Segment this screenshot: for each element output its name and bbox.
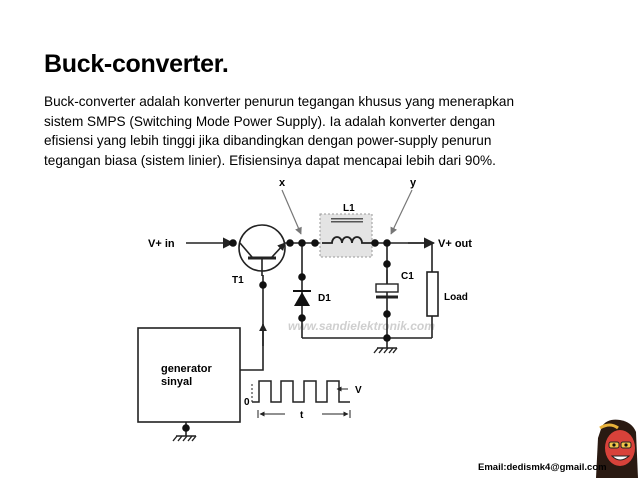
email-address: Email:dedismk4@gmail.com	[478, 462, 607, 473]
label-zero: 0	[244, 397, 250, 408]
y-pointer	[390, 189, 413, 235]
pwm-pulse-waveform	[251, 380, 350, 403]
paragraph-line: sistem SMPS (Switching Mode Power Supply…	[44, 113, 496, 129]
load-wire	[408, 242, 433, 272]
diode-d1-symbol	[293, 290, 311, 306]
inductor-l1-coil	[322, 236, 372, 244]
label-v: V	[355, 385, 362, 396]
load-resistor-symbol	[426, 271, 439, 317]
generator-label-line2: sinyal	[161, 376, 192, 388]
label-t: t	[300, 410, 304, 421]
generator-label-line1: generator	[161, 363, 212, 375]
avatar	[596, 419, 638, 478]
ground-symbol-generator	[172, 435, 197, 442]
label-vin: V+ in	[148, 238, 175, 250]
generator-box	[137, 327, 241, 423]
label-l1: L1	[343, 203, 355, 214]
junction-dots	[182, 239, 391, 432]
ground-symbol-output	[373, 347, 398, 354]
label-y: y	[410, 177, 417, 189]
paragraph-line: efisiensi yang lebih tinggi jika dibandi…	[44, 133, 492, 148]
paragraph-line: tegangan biasa (sistem linier). Efisiens…	[44, 152, 496, 168]
capacitor-c1-symbol	[375, 270, 399, 299]
label-x: x	[279, 177, 286, 189]
paragraph-line: Buck-converter adalah konverter penurun …	[44, 94, 515, 109]
x-pointer	[281, 189, 302, 235]
period-arrow	[257, 410, 351, 418]
inductor-dots	[331, 218, 363, 223]
base-drive-wire	[240, 275, 264, 371]
inductor-shade-box	[319, 213, 373, 258]
transistor-t1-symbol	[238, 224, 286, 276]
label-c1: C1	[401, 271, 414, 282]
description-paragraph: Buck-converter adalah konverter penurun …	[44, 92, 584, 170]
label-d1: D1	[318, 293, 331, 304]
label-t1: T1	[232, 275, 244, 286]
label-vout: V+ out	[438, 238, 472, 250]
watermark-text: www.sandielektronik.com	[288, 319, 435, 333]
slide-title: Buck-converter.	[44, 50, 229, 78]
label-load: Load	[444, 292, 468, 303]
